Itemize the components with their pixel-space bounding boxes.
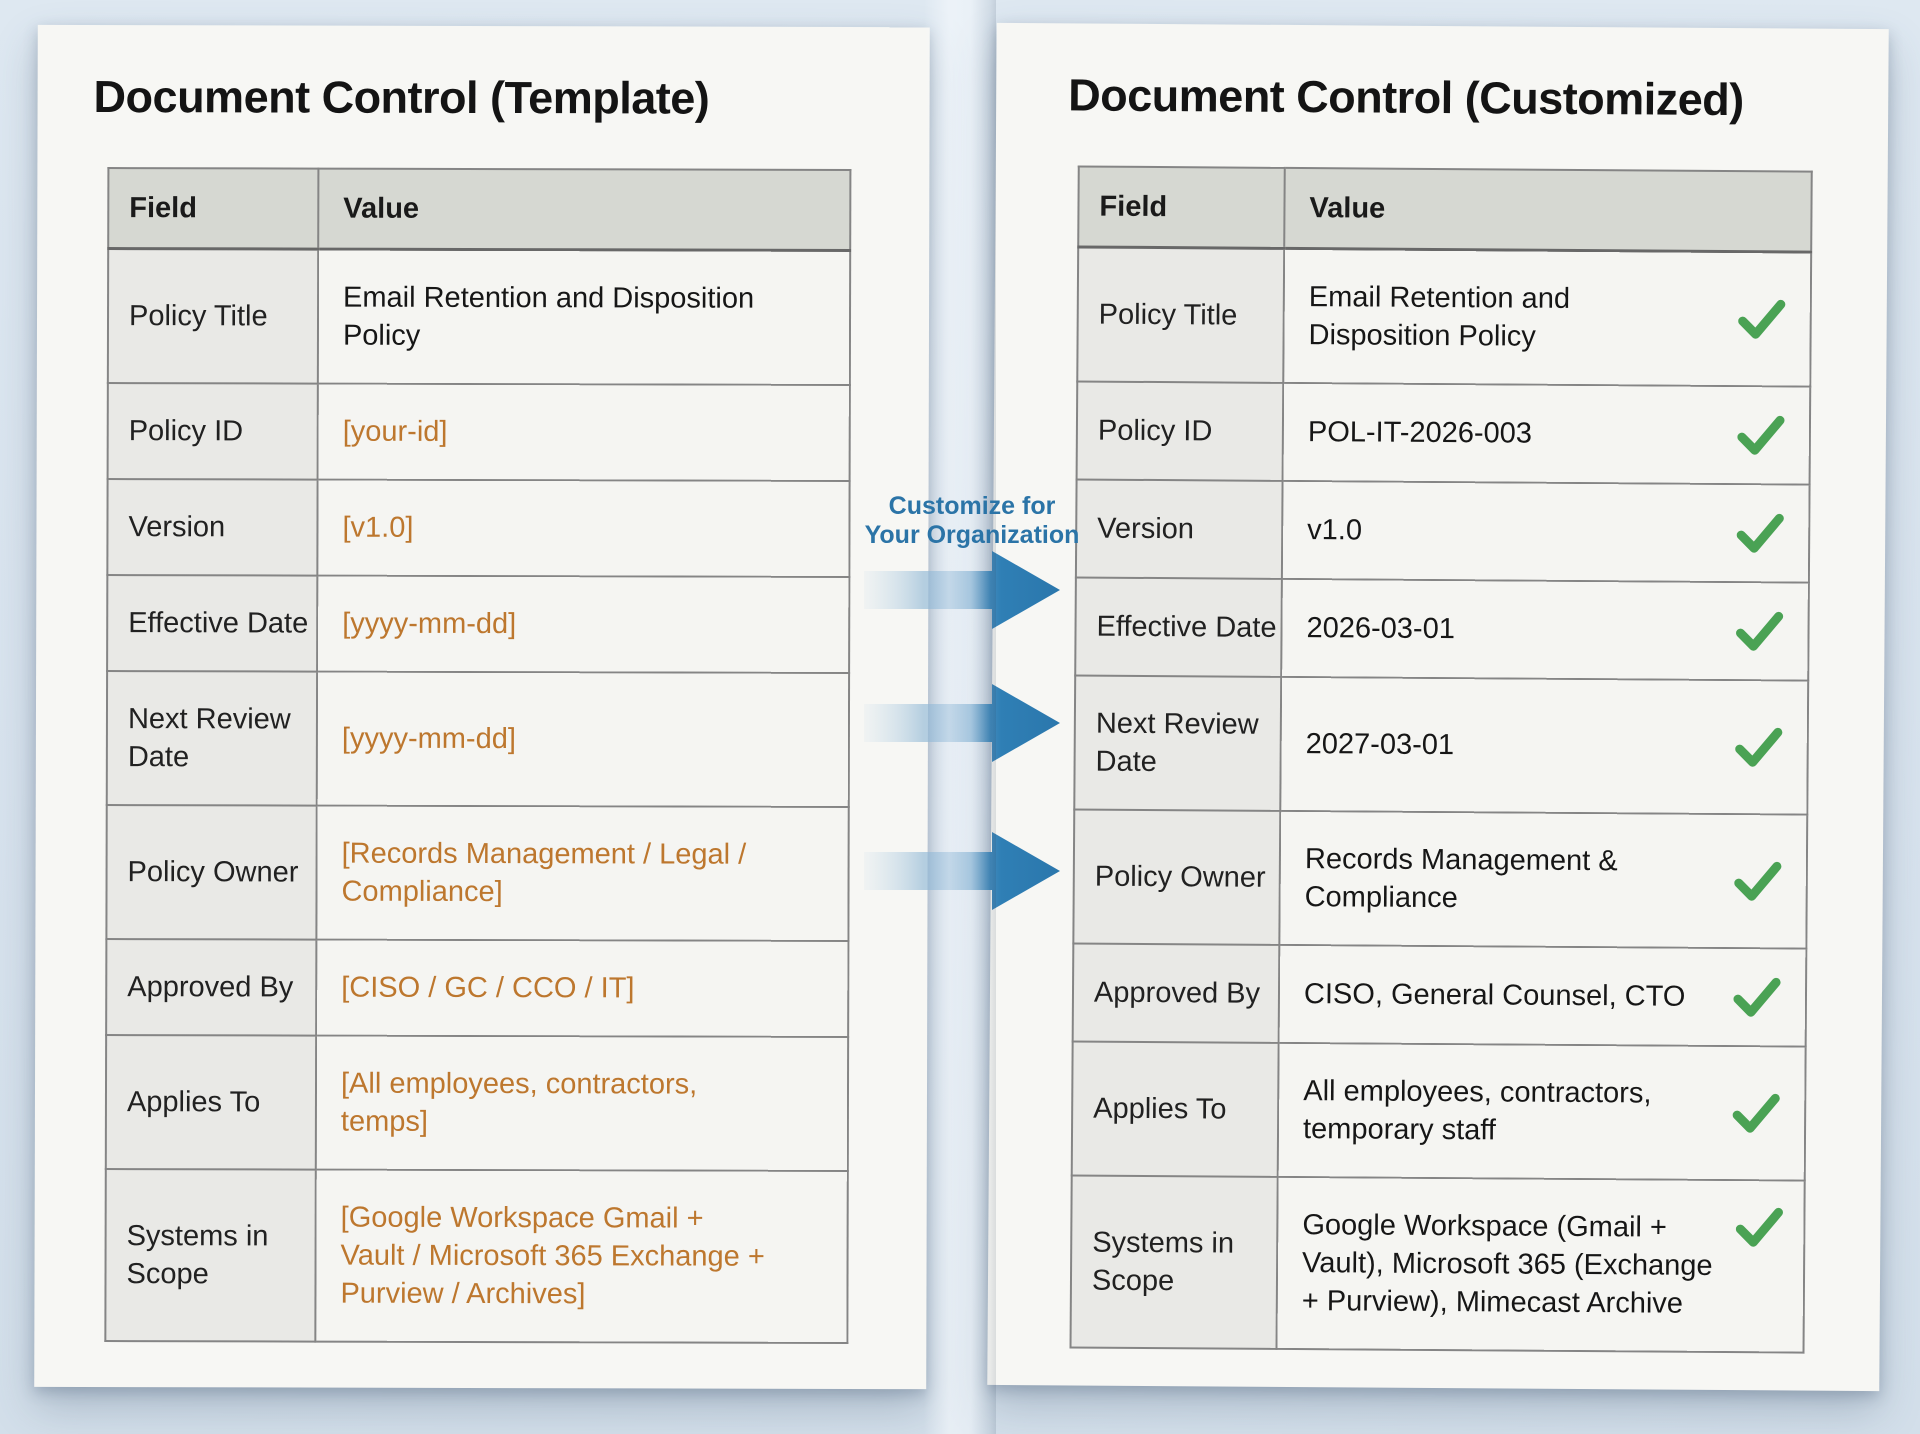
customize-arrow-icon [864, 832, 1060, 910]
field-cell: Applies To [1071, 1041, 1279, 1177]
field-cell: Next Review Date [1074, 675, 1282, 811]
table-header-row: Field Value [108, 168, 851, 251]
table-row: Policy Owner Records Management & Compli… [1073, 809, 1808, 949]
table-row: Approved By CISO, General Counsel, CTO [1072, 943, 1807, 1047]
field-cell: Policy ID [1076, 381, 1284, 481]
table-row: Next Review Date [yyyy-mm-dd] [106, 671, 850, 807]
check-icon [1732, 1093, 1780, 1133]
field-cell: Next Review Date [106, 671, 318, 806]
value-cell: Records Management & Compliance [1279, 810, 1808, 949]
customize-label-line1: Customize for [888, 492, 1056, 520]
check-icon [1734, 861, 1782, 901]
value-cell: [Google Workspace Gmail + Vault / Micros… [315, 1169, 848, 1343]
table-row: Policy Title Email Retention and Disposi… [107, 248, 851, 385]
customized-page-title: Document Control (Customized) [1068, 69, 1744, 126]
template-table: Field Value Policy Title Email Retention… [104, 167, 852, 1344]
customized-page: Document Control (Customized) Field Valu… [987, 22, 1889, 1392]
value-cell: [CISO / GC / CCO / IT] [316, 939, 849, 1037]
check-icon [1735, 1207, 1783, 1247]
table-row: Systems in Scope [Google Workspace Gmail… [105, 1169, 848, 1343]
value-cell: [yyyy-mm-dd] [316, 671, 850, 807]
value-cell: [All employees, contractors, temps] [315, 1035, 849, 1171]
column-header-field: Field [1078, 166, 1285, 249]
value-cell: Google Workspace (Gmail + Vault), Micros… [1276, 1176, 1805, 1353]
customize-arrow-icon [864, 551, 1060, 629]
field-cell: Policy Title [107, 248, 319, 384]
table-row: Policy ID [your-id] [107, 383, 850, 481]
template-page-title: Document Control (Template) [93, 70, 710, 124]
field-cell: Policy ID [107, 383, 318, 480]
value-cell: CISO, General Counsel, CTO [1278, 944, 1807, 1047]
field-cell: Approved By [1072, 943, 1280, 1043]
check-icon [1735, 727, 1783, 767]
customize-label: Customize for Your Organization [842, 492, 1102, 550]
value-cell: All employees, contractors, temporary st… [1277, 1042, 1806, 1181]
column-header-value: Value [318, 168, 851, 251]
customize-arrow-icon [864, 684, 1060, 762]
value-cell: [Records Management / Legal / Compliance… [316, 805, 849, 941]
field-cell: Policy Owner [1073, 809, 1281, 945]
table-header-row: Field Value [1078, 166, 1812, 253]
field-cell: Applies To [105, 1035, 317, 1170]
field-cell: Version [107, 479, 318, 576]
value-cell: [yyyy-mm-dd] [317, 575, 850, 673]
table-row: Applies To All employees, contractors, t… [1071, 1041, 1806, 1181]
table-row: Next Review Date 2027-03-01 [1074, 675, 1809, 815]
customize-label-line2: Your Organization [864, 521, 1080, 549]
value-cell: POL-IT-2026-003 [1282, 382, 1811, 485]
field-cell: Policy Owner [106, 805, 317, 940]
table-row: Effective Date [yyyy-mm-dd] [107, 575, 850, 673]
value-cell: [v1.0] [317, 479, 850, 577]
table-row: Systems in Scope Google Workspace (Gmail… [1070, 1175, 1805, 1353]
check-icon [1738, 299, 1786, 339]
table-row: Version [v1.0] [107, 479, 850, 577]
column-header-value: Value [1284, 167, 1812, 253]
check-icon [1736, 513, 1784, 553]
check-icon [1733, 977, 1781, 1017]
field-cell: Systems in Scope [105, 1169, 316, 1342]
value-cell: v1.0 [1281, 480, 1810, 583]
value-cell: 2026-03-01 [1281, 578, 1809, 681]
value-cell: 2027-03-01 [1280, 676, 1809, 815]
check-icon [1736, 611, 1784, 651]
table-row: Applies To [All employees, contractors, … [105, 1035, 849, 1171]
field-cell: Effective Date [107, 575, 318, 672]
check-icon [1737, 415, 1785, 455]
table-row: Version v1.0 [1075, 479, 1810, 583]
template-page: Document Control (Template) Field Value … [34, 24, 930, 1390]
value-cell: [your-id] [317, 383, 850, 481]
customized-table: Field Value Policy Title Email Retention… [1069, 165, 1813, 1354]
value-cell: Email Retention and Disposition Policy [1283, 248, 1812, 387]
field-cell: Version [1075, 479, 1283, 579]
table-row: Policy Title Email Retention and Disposi… [1077, 246, 1812, 387]
field-cell: Effective Date [1075, 577, 1282, 677]
column-header-field: Field [108, 168, 319, 250]
field-cell: Systems in Scope [1070, 1175, 1278, 1349]
table-row: Policy Owner [Records Management / Legal… [106, 805, 849, 941]
table-row: Effective Date 2026-03-01 [1075, 577, 1809, 681]
field-cell: Policy Title [1077, 246, 1285, 383]
table-row: Approved By [CISO / GC / CCO / IT] [106, 939, 849, 1037]
field-cell: Approved By [106, 939, 317, 1036]
value-cell: Email Retention and Disposition Policy [317, 249, 851, 385]
table-row: Policy ID POL-IT-2026-003 [1076, 381, 1811, 485]
